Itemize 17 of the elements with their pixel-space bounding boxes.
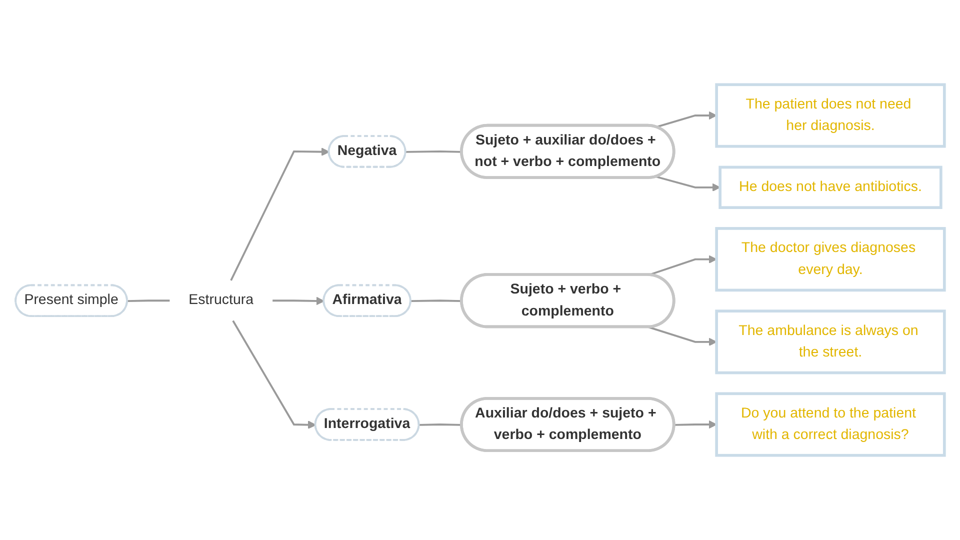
node-box: Do you attend to the patient with a correct diagnosis? bbox=[715, 392, 946, 457]
connector bbox=[127, 300, 170, 302]
node-box: The patient does not need her diagnosis. bbox=[715, 83, 946, 148]
node-box: He does not have antibiotics. bbox=[718, 166, 942, 209]
arrow bbox=[656, 111, 717, 128]
node-box: The doctor gives diagnoses every day. bbox=[715, 227, 946, 292]
connector bbox=[410, 300, 462, 302]
connector bbox=[406, 150, 462, 153]
arrow bbox=[232, 320, 316, 429]
arrow bbox=[272, 296, 324, 306]
node-text: Estructura bbox=[188, 292, 254, 308]
arrow bbox=[230, 148, 330, 281]
connector bbox=[419, 424, 462, 426]
node-box: The ambulance is always on the street. bbox=[715, 310, 946, 374]
arrow bbox=[648, 326, 717, 346]
arrow bbox=[656, 176, 720, 192]
arrow bbox=[674, 420, 717, 429]
